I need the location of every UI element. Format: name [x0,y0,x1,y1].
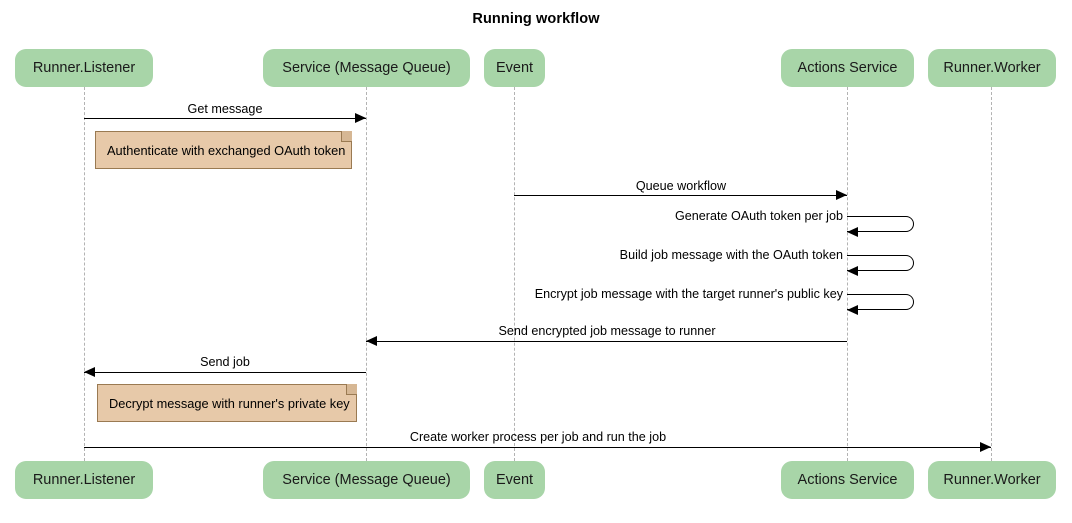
arrow-head-icon [847,227,858,237]
arrow-head-icon [980,442,991,452]
arrow-head-icon [355,113,366,123]
participant-label: Runner.Listener [32,60,136,76]
participant-label: Runner.Worker [943,472,1041,488]
participant-runner-worker-footer[interactable]: Runner.Worker [928,461,1056,499]
message-line [84,118,366,119]
participant-label: Service (Message Queue) [282,60,451,76]
self-loop-path [847,216,914,232]
page-title: Running workflow [472,11,600,27]
participant-label: Runner.Worker [943,60,1041,76]
participant-event-header[interactable]: Event [484,49,545,87]
arrow-head-icon [366,336,377,346]
lifeline-event [514,87,515,461]
self-message-label: Build job message with the OAuth token [619,248,843,262]
message-line [514,195,847,196]
participant-label: Actions Service [797,60,898,76]
message-line [366,341,847,342]
participant-label: Actions Service [797,472,898,488]
message-line [84,447,991,448]
participant-label: Runner.Listener [32,472,136,488]
note-decrypt-note: Decrypt message with runner's private ke… [97,384,357,422]
note-fold-corner-icon [341,131,352,142]
participant-label: Service (Message Queue) [282,472,451,488]
participant-actions-service-footer[interactable]: Actions Service [781,461,914,499]
message-label: Send encrypted job message to runner [498,324,716,338]
arrow-head-icon [84,367,95,377]
self-loop-path [847,294,914,310]
participant-event-footer[interactable]: Event [484,461,545,499]
message-label: Send job [200,355,250,369]
participant-label: Event [495,472,534,488]
participant-service-message-queue-footer[interactable]: Service (Message Queue) [263,461,470,499]
participant-actions-service-header[interactable]: Actions Service [781,49,914,87]
participant-runner-listener-footer[interactable]: Runner.Listener [15,461,153,499]
note-text: Authenticate with exchanged OAuth token [107,142,346,158]
message-label: Queue workflow [635,179,727,193]
message-line [84,372,366,373]
arrow-head-icon [847,266,858,276]
self-message-label: Encrypt job message with the target runn… [534,287,843,301]
message-label: Create worker process per job and run th… [409,430,667,444]
participant-service-message-queue-header[interactable]: Service (Message Queue) [263,49,470,87]
arrow-head-icon [836,190,847,200]
arrow-head-icon [847,305,858,315]
message-label: Get message [187,102,263,116]
note-authenticate-note: Authenticate with exchanged OAuth token [95,131,352,169]
lifeline-service-message-queue [366,87,367,461]
self-message-label: Generate OAuth token per job [674,209,843,223]
self-loop-path [847,255,914,271]
participant-label: Event [495,60,534,76]
lifeline-runner-worker [991,87,992,461]
note-text: Decrypt message with runner's private ke… [109,395,350,411]
participant-runner-worker-header[interactable]: Runner.Worker [928,49,1056,87]
participant-runner-listener-header[interactable]: Runner.Listener [15,49,153,87]
lifeline-runner-listener [84,87,85,461]
note-fold-corner-icon [346,384,357,395]
